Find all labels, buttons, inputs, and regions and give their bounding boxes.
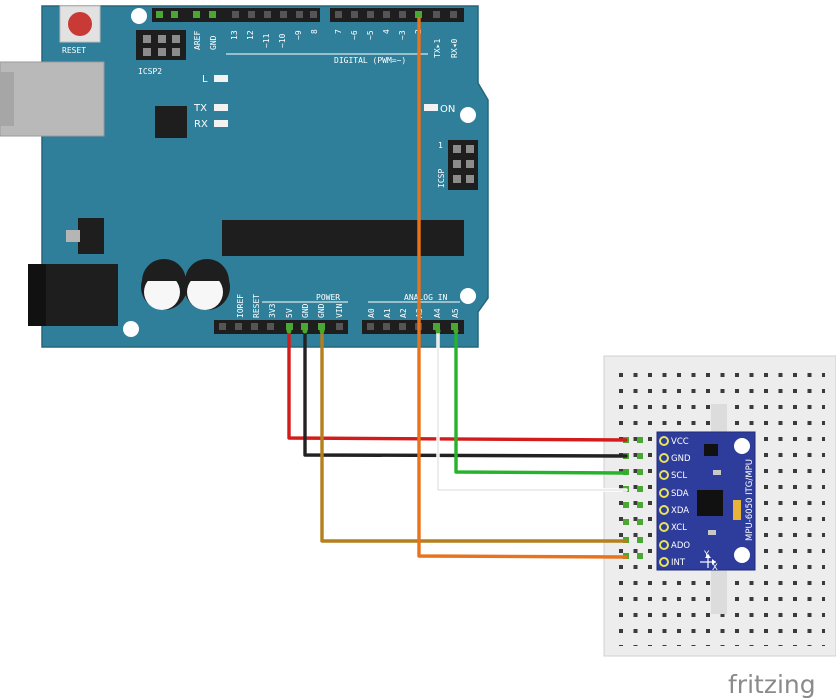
mpu-chip bbox=[697, 490, 723, 516]
svg-text:A0: A0 bbox=[367, 308, 376, 318]
reset-button-cap bbox=[68, 12, 92, 36]
led-on bbox=[424, 104, 438, 111]
svg-text:~6: ~6 bbox=[350, 30, 359, 40]
voltage-regulator bbox=[78, 218, 104, 254]
led-on-label: ON bbox=[440, 104, 455, 115]
svg-text:A2: A2 bbox=[399, 308, 408, 318]
usb-chip bbox=[155, 106, 187, 138]
mounting-hole bbox=[460, 288, 476, 304]
svg-text:~11: ~11 bbox=[262, 33, 271, 48]
svg-text:4: 4 bbox=[382, 29, 391, 34]
capacitor bbox=[184, 259, 230, 310]
svg-text:VIN: VIN bbox=[335, 303, 344, 318]
axis-icon bbox=[700, 554, 716, 568]
icsp-pin1-label: 1 bbox=[438, 141, 443, 150]
atmega-chip bbox=[222, 220, 464, 256]
svg-text:A5: A5 bbox=[451, 308, 460, 318]
mpu-title: MPU-6050 ITG/MPU bbox=[745, 459, 755, 541]
power-label: POWER bbox=[316, 293, 340, 302]
svg-text:AREF: AREF bbox=[193, 31, 202, 50]
power-header bbox=[214, 320, 348, 334]
mpu-pin-labels: VCC GND SCL SDA XDA XCL ADO INT bbox=[671, 437, 691, 568]
svg-text:~9: ~9 bbox=[294, 30, 303, 40]
mpu-mount-hole bbox=[734, 438, 750, 454]
svg-text:VCC: VCC bbox=[671, 437, 689, 447]
mpu-mount-hole bbox=[734, 547, 750, 563]
svg-text:~5: ~5 bbox=[366, 30, 375, 40]
svg-text:~10: ~10 bbox=[278, 33, 287, 48]
wire-d2-to-int bbox=[417, 13, 628, 559]
svg-text:A1: A1 bbox=[383, 308, 392, 318]
wires bbox=[287, 13, 628, 559]
svg-text:RESET: RESET bbox=[252, 294, 261, 318]
svg-text:13: 13 bbox=[230, 30, 239, 40]
analog-label: ANALOG IN bbox=[404, 293, 448, 302]
axis-y-label: Y bbox=[703, 550, 710, 560]
wire-ends bbox=[286, 12, 459, 334]
wire-gnd-to-ado bbox=[320, 329, 628, 543]
svg-text:~3: ~3 bbox=[398, 30, 407, 40]
power-header-pins bbox=[219, 323, 343, 330]
svg-text:5V: 5V bbox=[285, 308, 294, 318]
mpu-resistor bbox=[713, 470, 721, 475]
svg-text:GND: GND bbox=[317, 303, 326, 318]
icsp2-label: ICSP2 bbox=[138, 67, 162, 76]
svg-text:3V3: 3V3 bbox=[268, 303, 277, 318]
svg-text:12: 12 bbox=[246, 30, 255, 40]
fritzing-logo: fritzing bbox=[728, 670, 816, 699]
svg-text:XCL: XCL bbox=[671, 523, 687, 533]
svg-text:IOREF: IOREF bbox=[236, 294, 245, 318]
arduino-uno-board: RESET ICSP2 ICSP 1 L TX RX ON bbox=[0, 5, 489, 348]
wire-5v-to-vcc bbox=[287, 329, 628, 442]
svg-text:GND: GND bbox=[209, 35, 218, 50]
analog-header bbox=[362, 320, 464, 334]
wire-a4-to-sda bbox=[436, 329, 628, 492]
svg-text:INT: INT bbox=[671, 558, 686, 568]
wire-gnd-to-gnd bbox=[303, 329, 628, 458]
svg-text:SDA: SDA bbox=[671, 489, 689, 499]
mounting-hole bbox=[123, 321, 139, 337]
led-tx bbox=[214, 104, 228, 111]
mpu-regulator bbox=[704, 444, 718, 456]
mounting-hole bbox=[460, 107, 476, 123]
svg-text:8: 8 bbox=[310, 29, 319, 34]
led-rx-label: RX bbox=[194, 119, 208, 130]
mpu6050-module: VCC GND SCL SDA XDA XCL ADO INT MPU-6050… bbox=[656, 431, 756, 573]
svg-text:SCL: SCL bbox=[671, 471, 687, 481]
power-jack-front bbox=[28, 264, 46, 326]
power-pin-labels: IOREF RESET 3V3 5V GND GND VIN bbox=[236, 294, 344, 318]
wire-a4-to-sda-outline bbox=[437, 330, 627, 491]
axis-x-label: X bbox=[712, 563, 718, 573]
usb-connector-inner bbox=[0, 72, 14, 126]
icsp-header bbox=[448, 140, 478, 190]
capacitor bbox=[141, 259, 187, 310]
svg-text:GND: GND bbox=[301, 303, 310, 318]
digital-header-left-pins bbox=[156, 11, 317, 18]
digital-label: DIGITAL (PWM=~) bbox=[334, 56, 406, 65]
svg-text:7: 7 bbox=[334, 29, 343, 34]
led-l-label: L bbox=[202, 74, 208, 85]
wire-a5-to-scl bbox=[454, 329, 628, 475]
regulator-tab bbox=[66, 230, 80, 242]
led-rx bbox=[214, 120, 228, 127]
led-l bbox=[214, 75, 228, 82]
mpu-resistor bbox=[708, 530, 716, 535]
svg-text:XDA: XDA bbox=[671, 506, 689, 516]
led-tx-label: TX bbox=[193, 103, 207, 114]
svg-text:ADO: ADO bbox=[671, 541, 690, 551]
svg-text:TX▸1: TX▸1 bbox=[433, 39, 442, 58]
digital-header-right bbox=[330, 8, 464, 22]
svg-text:GND: GND bbox=[671, 454, 691, 464]
mpu-pin-pads bbox=[659, 436, 669, 567]
icsp2-header bbox=[136, 30, 186, 60]
svg-text:A4: A4 bbox=[433, 308, 442, 318]
usb-connector bbox=[0, 61, 105, 137]
mpu-crystal bbox=[733, 500, 741, 520]
svg-text:RX◂0: RX◂0 bbox=[450, 39, 459, 58]
icsp-label: ICSP bbox=[437, 169, 446, 188]
reset-label: RESET bbox=[62, 46, 86, 55]
mounting-hole bbox=[131, 8, 147, 24]
